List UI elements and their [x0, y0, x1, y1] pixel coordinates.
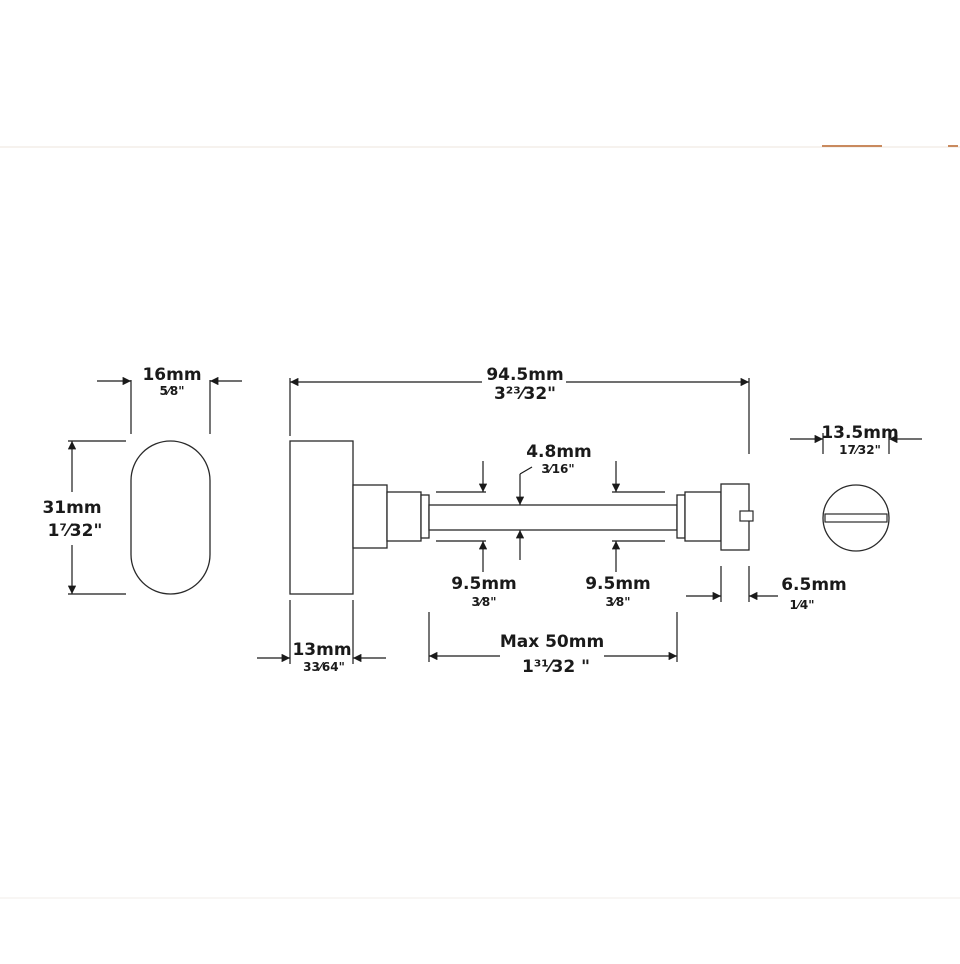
overall-length-mm: 94.5mm: [486, 365, 563, 385]
spindle-dia-leader: [519, 466, 533, 475]
collar-right-in: 3⁄8": [606, 595, 631, 609]
collar-left-mm: 9.5mm: [451, 574, 517, 594]
knob-body: [289, 440, 354, 595]
spindle-shaft: [428, 504, 678, 531]
escutcheon-height-in: 1⁷⁄32": [48, 521, 103, 541]
spindle-dia-in: 3⁄16": [541, 462, 574, 476]
screw-slot-end: [824, 513, 888, 523]
maxdoor-mm: Max 50mm: [500, 632, 604, 652]
maxdoor-label-bg: [500, 630, 604, 680]
overall-length-in: 3²³⁄32": [494, 384, 556, 404]
spindle-dia-mm: 4.8mm: [526, 442, 592, 462]
collar-left-in: 3⁄8": [472, 595, 497, 609]
knob-length-mm: 13mm: [292, 640, 351, 660]
collar-right-mm: 9.5mm: [585, 574, 651, 594]
washer-right: [676, 494, 686, 539]
escutcheon-width-mm: 16mm: [142, 365, 201, 385]
collar-step: [386, 491, 422, 542]
screwhead-length-mm: 6.5mm: [781, 575, 847, 595]
knob-length-in: 33⁄64": [303, 660, 345, 674]
washer-left: [420, 494, 430, 539]
overall-label-bg: [482, 362, 566, 402]
screw-neck: [684, 491, 722, 542]
screw-diameter-mm: 13.5mm: [821, 423, 898, 443]
escutcheon-oval: [130, 440, 211, 595]
screwhead-length-in: 1⁄4": [790, 598, 815, 612]
screw-slot-side: [739, 510, 754, 522]
escutcheon-width-in: 5⁄8": [160, 384, 185, 398]
screw-diameter-in: 17⁄32": [839, 443, 881, 457]
knob-collar: [352, 484, 388, 549]
maxdoor-in: 1³¹⁄32 ": [522, 657, 590, 677]
escutcheon-height-mm: 31mm: [42, 498, 101, 518]
